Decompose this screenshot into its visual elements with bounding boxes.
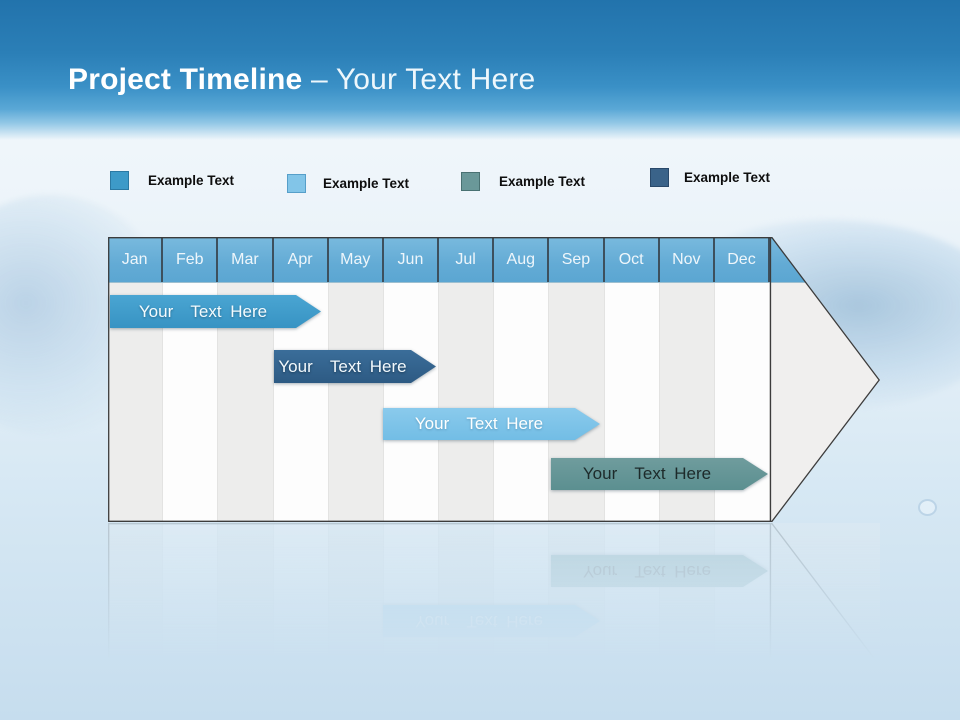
month-cell: Apr	[274, 237, 329, 282]
slide-title: Project Timeline – Your Text Here	[68, 61, 535, 99]
timeline-graphic: Jan Feb Mar Apr May Jun Jul Aug Sep Oct …	[108, 237, 880, 522]
task-bar-4: Your Text Here	[551, 458, 768, 490]
legend-label: Example Text	[323, 176, 410, 191]
slide-title-bold: Project Timeline	[68, 63, 303, 96]
month-header-filler	[770, 237, 880, 282]
month-cell: Feb	[163, 237, 219, 282]
month-cell: Mar	[218, 237, 274, 282]
month-cell: Jan	[108, 237, 164, 282]
title-band	[0, 0, 960, 140]
month-cell: Aug	[494, 237, 550, 282]
legend-swatch-teal	[461, 172, 480, 191]
task-bar-label: Your Text Here	[110, 295, 321, 328]
month-column	[383, 283, 440, 522]
legend-item: Example Text	[110, 171, 234, 190]
month-cell: Sep	[549, 237, 605, 282]
legend-item: Example Text	[650, 168, 770, 187]
legend-swatch-lightblue	[287, 174, 306, 193]
month-column	[439, 283, 495, 522]
month-cell: Jul	[439, 237, 495, 282]
task-bar-1: Your Text Here	[110, 295, 321, 328]
month-column	[328, 283, 384, 522]
arrow-tip-area	[770, 283, 880, 522]
slide-title-rest: – Your Text Here	[302, 63, 536, 96]
legend-label: Example Text	[499, 174, 586, 189]
month-cell: Oct	[605, 237, 660, 282]
month-cell: Dec	[715, 237, 771, 282]
legend-item: Example Text	[287, 174, 409, 193]
task-bar-3: Your Text Here	[383, 408, 600, 440]
legend-swatch-blue	[110, 171, 129, 190]
legend-item: Example Text	[461, 172, 585, 191]
task-bar-2: Your Text Here	[274, 350, 436, 383]
month-cell: May	[329, 237, 384, 282]
month-cell: Jun	[384, 237, 440, 282]
month-column	[494, 283, 550, 522]
legend-label: Example Text	[148, 173, 235, 188]
month-header-cells: Jan Feb Mar Apr May Jun Jul Aug Sep Oct …	[108, 237, 771, 282]
month-cell: Nov	[660, 237, 715, 282]
legend-label: Example Text	[684, 170, 771, 185]
task-bar-label: Your Text Here	[383, 408, 600, 440]
task-bar-label: Your Text Here	[274, 350, 436, 383]
legend-swatch-navy	[650, 168, 669, 187]
month-header-row: Jan Feb Mar Apr May Jun Jul Aug Sep Oct …	[108, 237, 880, 283]
task-bar-label: Your Text Here	[551, 458, 768, 490]
water-bubble	[918, 499, 937, 516]
